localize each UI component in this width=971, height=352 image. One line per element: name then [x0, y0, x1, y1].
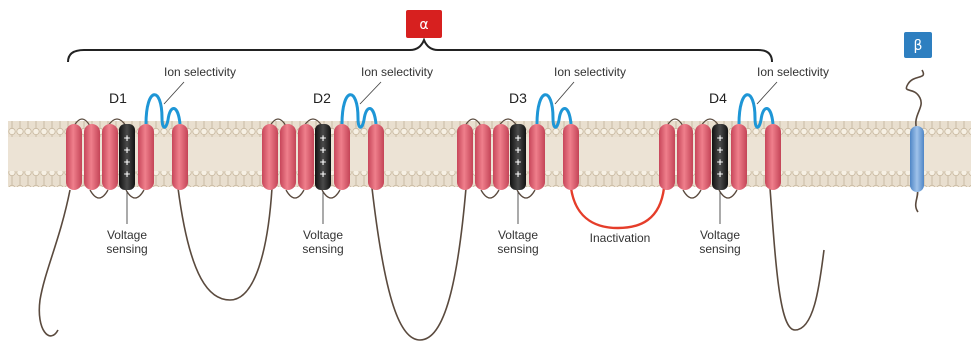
d4-label: D4 [709, 90, 727, 106]
d1-d2-linker [178, 188, 272, 300]
d4-s1-helix [659, 124, 675, 190]
d2-sensing-label: sensing [302, 242, 343, 256]
d3-s5-helix [529, 124, 545, 190]
beta-badge: β [904, 32, 932, 58]
intracellular-short-loops [90, 190, 737, 198]
d1-s3-helix [102, 124, 118, 190]
svg-text:+: + [514, 170, 522, 180]
d4-s5-helix [731, 124, 747, 190]
d4-s6-helix [765, 124, 781, 190]
d2-d3-linker [372, 188, 466, 340]
d4-s2-helix [677, 124, 693, 190]
svg-text:+: + [319, 170, 327, 180]
d2-s6-helix [368, 124, 384, 190]
svg-text:+: + [319, 146, 327, 156]
alpha-subunit-brace [68, 40, 772, 62]
svg-text:+: + [319, 158, 327, 168]
svg-text:+: + [123, 134, 131, 144]
alpha-label: α [419, 17, 428, 33]
d4-s3-helix [695, 124, 711, 190]
intracellular-linkers [39, 188, 824, 340]
d2-s5-helix [334, 124, 350, 190]
d1-ion-selectivity-label: Ion selectivity [164, 65, 236, 79]
svg-text:+: + [123, 170, 131, 180]
d2-ion-selectivity-label: Ion selectivity [361, 65, 433, 79]
d4-voltage-label: Voltage [700, 228, 740, 242]
beta-helix [910, 126, 924, 192]
n-terminus-tail [39, 190, 70, 336]
d3-sensing-label: sensing [497, 242, 538, 256]
d3-s3-helix [493, 124, 509, 190]
d1-s1-helix [66, 124, 82, 190]
d1-sensing-label: sensing [106, 242, 147, 256]
inactivation-label: Inactivation [590, 231, 651, 245]
d1-s5-helix [138, 124, 154, 190]
d3-ion-selectivity-label: Ion selectivity [554, 65, 626, 79]
svg-text:+: + [514, 146, 522, 156]
svg-text:+: + [123, 158, 131, 168]
d3-s1-helix [457, 124, 473, 190]
c-terminus-tail [770, 188, 824, 330]
d2-s3-helix [298, 124, 314, 190]
inactivation-gate-loop [571, 188, 664, 228]
svg-text:+: + [716, 134, 724, 144]
svg-text:+: + [514, 134, 522, 144]
svg-text:+: + [319, 134, 327, 144]
svg-text:+: + [716, 170, 724, 180]
d2-label: D2 [313, 90, 331, 106]
d1-label: D1 [109, 90, 127, 106]
svg-text:+: + [123, 146, 131, 156]
ion-selectivity-labels: Ion selectivity Ion selectivity Ion sele… [164, 65, 829, 104]
beta-label: β [914, 38, 923, 54]
d3-s2-helix [475, 124, 491, 190]
d1-s2-helix [84, 124, 100, 190]
d2-s2-helix [280, 124, 296, 190]
svg-text:+: + [514, 158, 522, 168]
d2-s1-helix [262, 124, 278, 190]
d3-voltage-label: Voltage [498, 228, 538, 242]
d4-ion-selectivity-label: Ion selectivity [757, 65, 829, 79]
voltage-sensing-labels: Voltage sensing Voltage sensing Voltage … [106, 192, 740, 256]
d3-label: D3 [509, 90, 527, 106]
alpha-badge: α [406, 10, 442, 38]
d4-sensing-label: sensing [699, 242, 740, 256]
d3-s6-helix [563, 124, 579, 190]
svg-text:+: + [716, 158, 724, 168]
d1-voltage-label: Voltage [107, 228, 147, 242]
svg-text:+: + [716, 146, 724, 156]
d2-voltage-label: Voltage [303, 228, 343, 242]
d1-s6-helix [172, 124, 188, 190]
